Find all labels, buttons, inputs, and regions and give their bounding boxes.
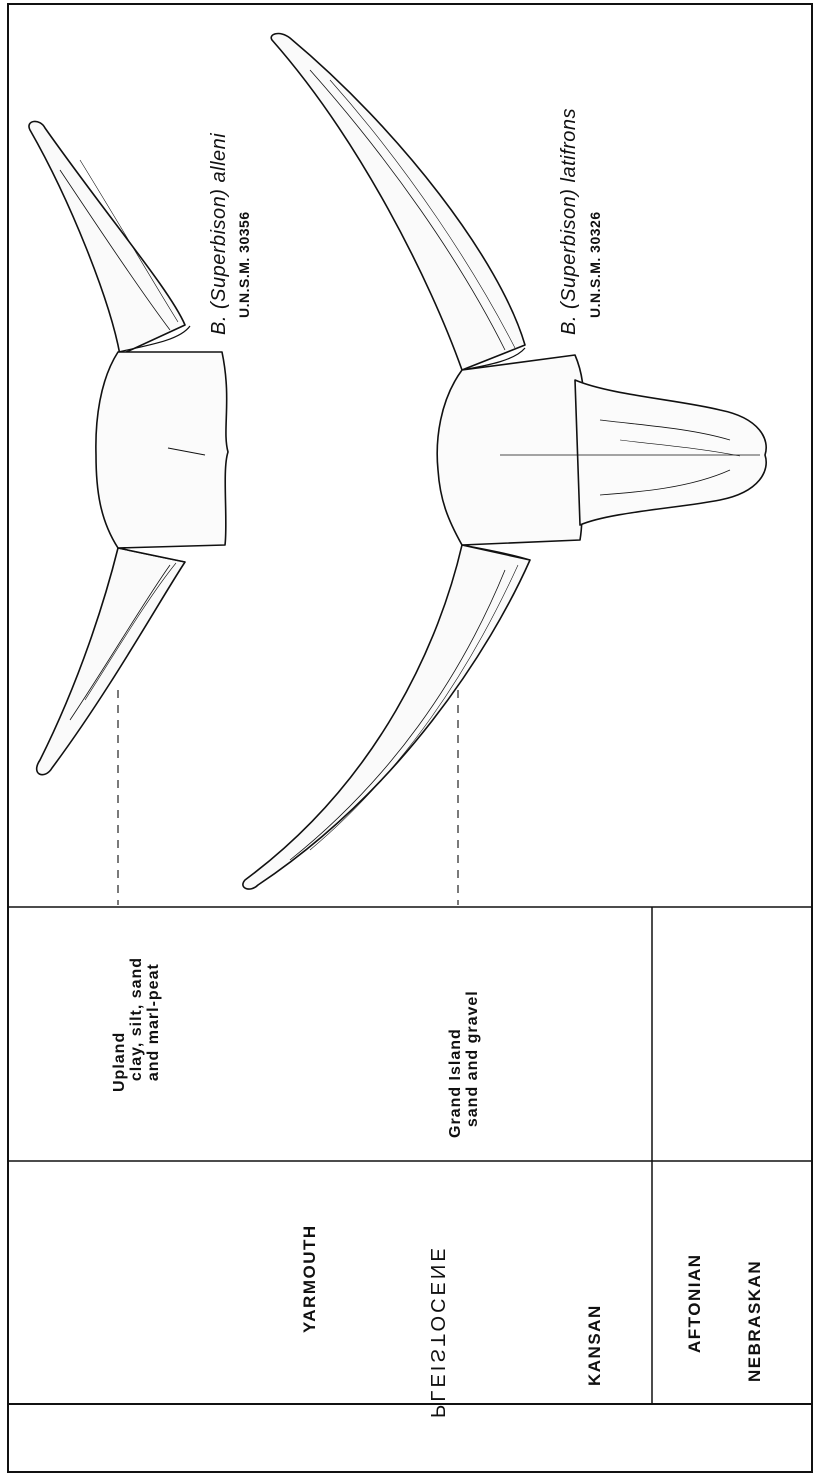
stage-nebraskan: NEBRASKAN [745,1260,765,1382]
skull-alleni [29,121,228,774]
stage-yarmouth: YARMOUTH [300,1224,320,1333]
specimen-catalog-latifrons: U.N.S.M. 30326 [587,211,603,318]
specimen-name-alleni: B. (Superbison) alleni [208,133,231,335]
specimen-name-latifrons: B. (Superbison) latifrons [558,108,581,335]
stage-aftonian: AFTONIAN [685,1253,705,1353]
skull-latifrons [243,34,766,890]
formation-upland: Upland clay, silt, sand and marl-peat [112,957,162,1092]
epoch-label: PLEISTOCENE [425,1245,448,1418]
stage-kansan: KANSAN [585,1304,605,1386]
formation-grand-island: Grand Island sand and gravel [448,990,482,1138]
specimen-catalog-alleni: U.N.S.M. 30356 [236,211,252,318]
